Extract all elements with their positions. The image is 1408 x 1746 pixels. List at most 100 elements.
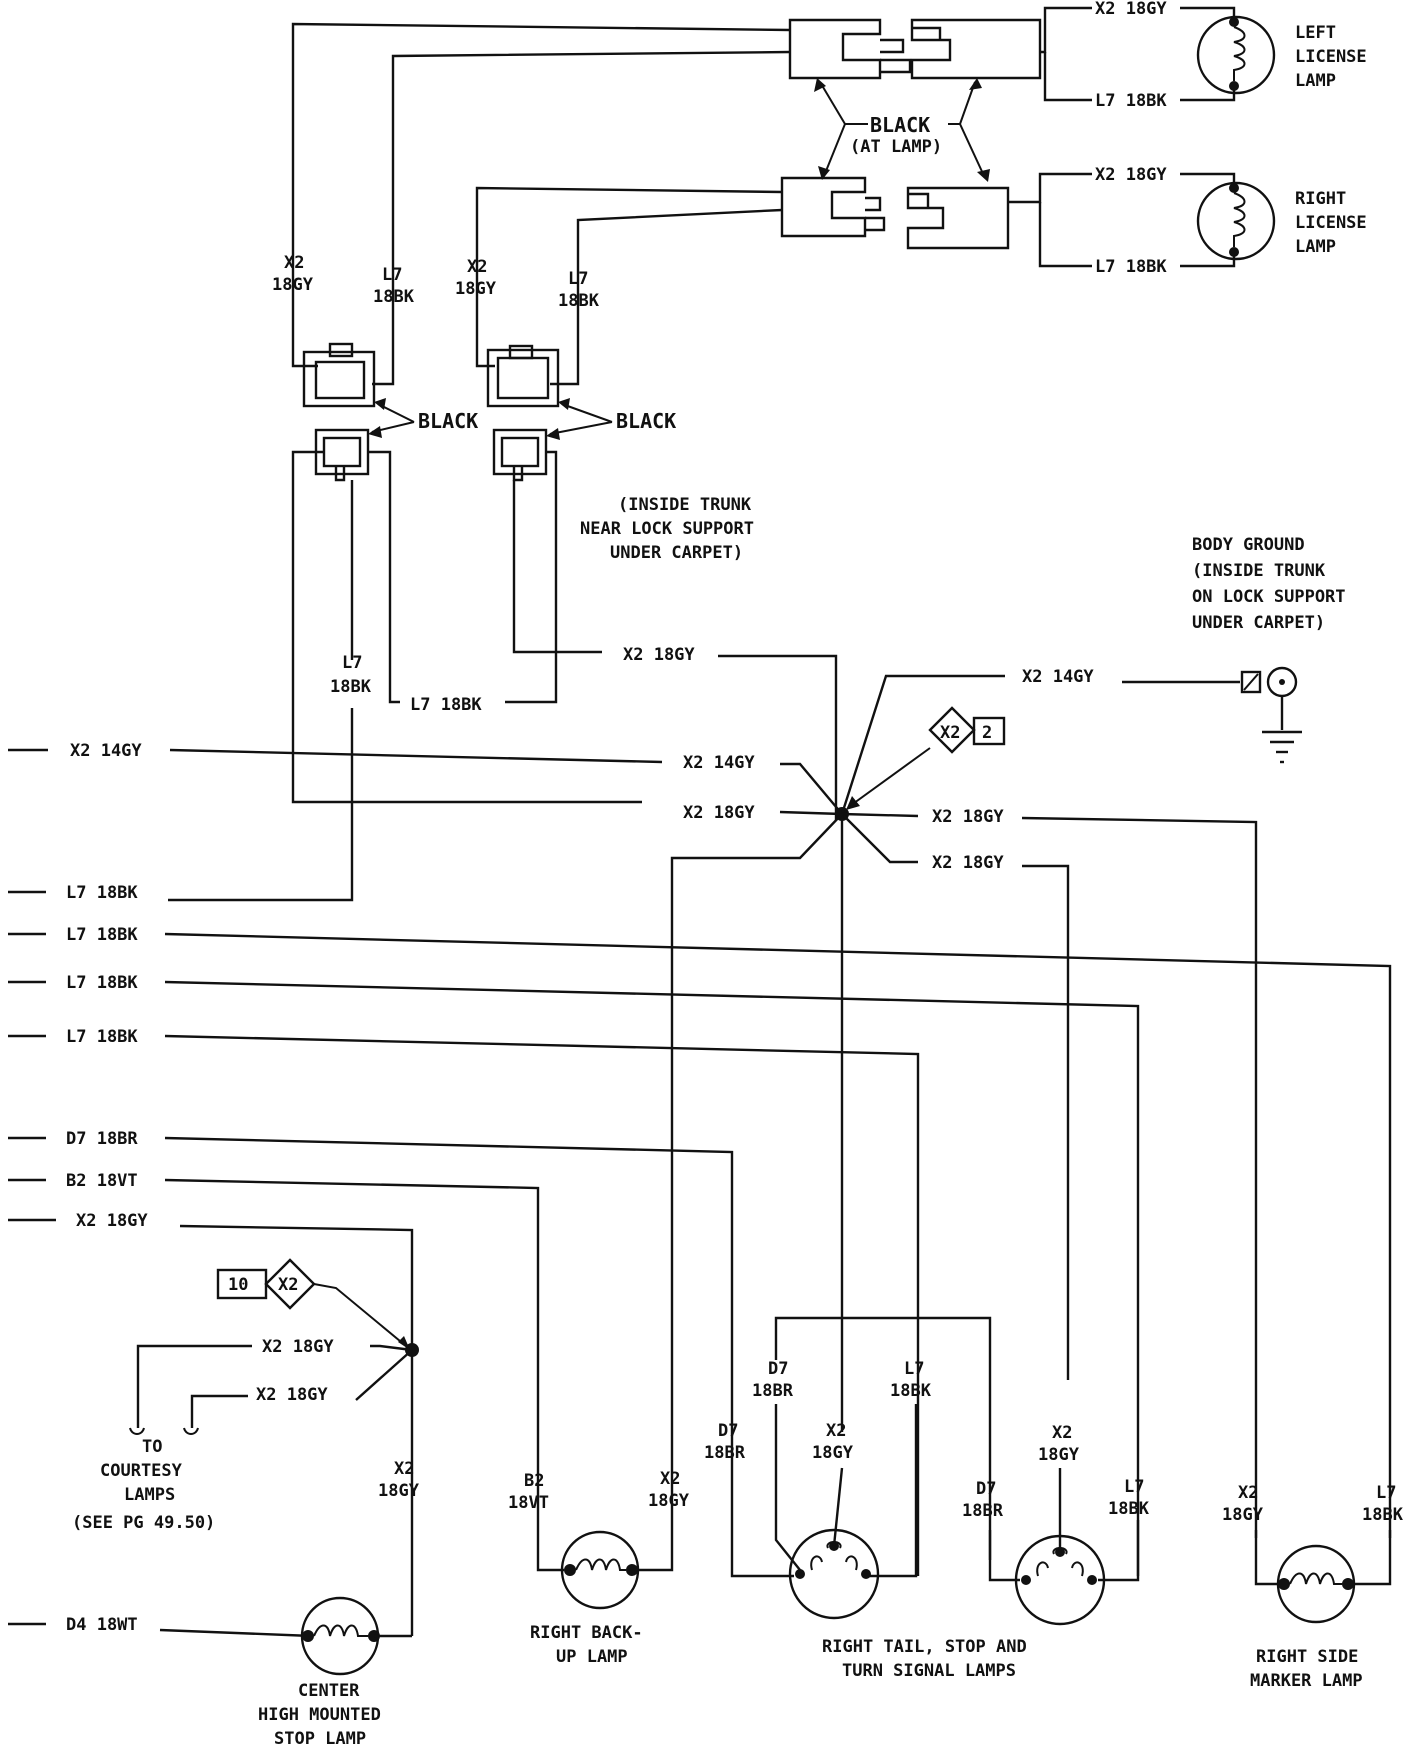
side-marker-label-1: RIGHT SIDE [1256, 1647, 1358, 1667]
at-lamp-label: (AT LAMP) [850, 137, 942, 157]
svg-text:X2 18GY: X2 18GY [623, 645, 695, 665]
svg-text:L7: L7 [1124, 1477, 1144, 1497]
svg-text:18BR: 18BR [962, 1501, 1004, 1521]
svg-text:L7: L7 [382, 265, 402, 285]
svg-text:L7 18BK: L7 18BK [1095, 257, 1167, 277]
left-license-lamp-label-2: LICENSE [1295, 47, 1367, 67]
svg-text:X2 18GY: X2 18GY [1095, 0, 1167, 19]
courtesy-note-1: TO [142, 1437, 162, 1457]
svg-text:18BK: 18BK [373, 287, 415, 307]
body-ground-label-2: (INSIDE TRUNK [1192, 561, 1326, 581]
main-splice-num: 2 [982, 723, 992, 743]
svg-text:D7: D7 [976, 1479, 996, 1499]
svg-text:L7 18BK: L7 18BK [66, 1027, 138, 1047]
right-license-lamp: X2 18GY L7 18BK RIGHT LICENSE LAMP [1008, 165, 1367, 277]
svg-text:X2 18GY: X2 18GY [1095, 165, 1167, 185]
svg-text:L7: L7 [568, 269, 588, 289]
svg-text:D7: D7 [768, 1359, 788, 1379]
svg-text:X2: X2 [284, 253, 304, 273]
svg-text:X2 14GY: X2 14GY [683, 753, 755, 773]
courtesy-note-3: LAMPS [124, 1485, 175, 1505]
svg-text:X2: X2 [394, 1459, 414, 1479]
backup-lamp-label-2: UP LAMP [556, 1647, 628, 1667]
svg-text:X2 18GY: X2 18GY [932, 807, 1004, 827]
svg-text:18BK: 18BK [330, 677, 372, 697]
svg-text:L7: L7 [342, 653, 362, 673]
svg-text:L7 18BK: L7 18BK [1095, 91, 1167, 111]
courtesy-splice: 10 X2 X2 18GY X2 18GY TO COURTESY LAMPS … [72, 1258, 420, 1533]
svg-text:18BR: 18BR [752, 1381, 794, 1401]
inside-trunk-note-2: NEAR LOCK SUPPORT [580, 519, 754, 539]
license-feed-wires: X2 18GY L7 18BK X2 18GY L7 18BK [272, 22, 791, 386]
svg-text:D7: D7 [718, 1421, 738, 1441]
courtesy-note-4: (SEE PG 49.50) [72, 1513, 215, 1533]
svg-text:X2 18GY: X2 18GY [76, 1211, 148, 1231]
svg-text:18GY: 18GY [1038, 1445, 1080, 1465]
svg-text:X2 18GY: X2 18GY [256, 1385, 328, 1405]
svg-text:L7: L7 [904, 1359, 924, 1379]
side-marker-label-2: MARKER LAMP [1250, 1671, 1363, 1691]
svg-text:18GY: 18GY [272, 275, 314, 295]
svg-text:X2: X2 [467, 257, 487, 277]
right-license-lamp-label-1: RIGHT [1295, 189, 1346, 209]
svg-text:L7 18BK: L7 18BK [410, 695, 482, 715]
svg-text:L7 18BK: L7 18BK [66, 925, 138, 945]
svg-text:18VT: 18VT [508, 1493, 549, 1513]
right-backup-lamp: B2 18VT X2 18GY RIGHT BACK- UP LAMP [508, 1469, 690, 1667]
svg-text:X2: X2 [1238, 1483, 1258, 1503]
inside-trunk-note-3: UNDER CARPET) [610, 543, 743, 563]
left-license-lamp-label-3: LAMP [1295, 71, 1336, 91]
svg-text:D7 18BR: D7 18BR [66, 1129, 138, 1149]
black-label-left: BLACK [418, 409, 478, 433]
main-splice: X2 14GY X2 14GY X2 18GY X2 14GY X2 2 X2 … [8, 667, 1258, 1538]
lower-splice-code: X2 [278, 1275, 298, 1295]
svg-text:X2: X2 [660, 1469, 680, 1489]
trunk-connectors: BLACK BLACK (INSIDE TRUNK NEAR LOCK SUPP… [302, 342, 754, 563]
right-tail-stop-turn-lamps: D7 18BR L7 18BK D7 18BR X2 18GY D7 18BR … [704, 1316, 1150, 1681]
right-side-marker-lamp: X2 18GY L7 18BK RIGHT SIDE MARKER LAMP [1222, 1483, 1404, 1691]
svg-text:D4 18WT: D4 18WT [66, 1615, 138, 1635]
tail-stop-turn-label-1: RIGHT TAIL, STOP AND [822, 1637, 1027, 1657]
svg-text:18BK: 18BK [1362, 1505, 1404, 1525]
main-splice-code: X2 [940, 723, 960, 743]
chmsl-label-3: STOP LAMP [274, 1729, 366, 1746]
lower-splice-num: 10 [228, 1275, 248, 1295]
svg-text:X2: X2 [1052, 1423, 1072, 1443]
svg-text:18GY: 18GY [812, 1443, 854, 1463]
body-ground: BODY GROUND (INSIDE TRUNK ON LOCK SUPPOR… [1192, 535, 1346, 764]
left-license-lamp-label-1: LEFT [1295, 23, 1336, 43]
body-ground-label-1: BODY GROUND [1192, 535, 1305, 555]
svg-text:B2 18VT: B2 18VT [66, 1171, 138, 1191]
svg-text:18GY: 18GY [648, 1491, 690, 1511]
chmsl-label-1: CENTER [298, 1681, 360, 1701]
license-lamp-connectors: BLACK (AT LAMP) [780, 18, 1042, 250]
svg-text:18BK: 18BK [890, 1381, 932, 1401]
right-license-lamp-label-3: LAMP [1295, 237, 1336, 257]
svg-text:X2: X2 [826, 1421, 846, 1441]
right-license-lamp-label-2: LICENSE [1295, 213, 1367, 233]
body-ground-label-4: UNDER CARPET) [1192, 613, 1325, 633]
trunk-output-wires: L7 18BK L7 18BK X2 18GY [168, 450, 838, 902]
svg-text:L7 18BK: L7 18BK [66, 973, 138, 993]
center-high-mounted-stop-lamp: CENTER HIGH MOUNTED STOP LAMP [258, 1596, 412, 1746]
black-label-right: BLACK [616, 409, 676, 433]
svg-text:X2 14GY: X2 14GY [1022, 667, 1094, 687]
black-at-lamp-label: BLACK [870, 113, 930, 137]
svg-text:B2: B2 [524, 1471, 544, 1491]
left-license-lamp: X2 18GY L7 18BK LEFT LICENSE LAMP [1040, 0, 1367, 111]
svg-text:18BK: 18BK [1108, 1499, 1150, 1519]
svg-text:18GY: 18GY [1222, 1505, 1264, 1525]
tail-stop-turn-label-2: TURN SIGNAL LAMPS [842, 1661, 1016, 1681]
svg-text:L7: L7 [1376, 1483, 1396, 1503]
inside-trunk-note-1: (INSIDE TRUNK [618, 495, 752, 515]
svg-text:X2 18GY: X2 18GY [262, 1337, 334, 1357]
svg-text:X2 18GY: X2 18GY [932, 853, 1004, 873]
svg-text:18GY: 18GY [378, 1481, 420, 1501]
x2-14gy-left-label: X2 14GY [70, 741, 142, 761]
body-ground-label-3: ON LOCK SUPPORT [1192, 587, 1346, 607]
svg-text:18BK: 18BK [558, 291, 600, 311]
courtesy-note-2: COURTESY [100, 1461, 183, 1481]
svg-text:L7 18BK: L7 18BK [66, 883, 138, 903]
chmsl-label-2: HIGH MOUNTED [258, 1705, 381, 1725]
